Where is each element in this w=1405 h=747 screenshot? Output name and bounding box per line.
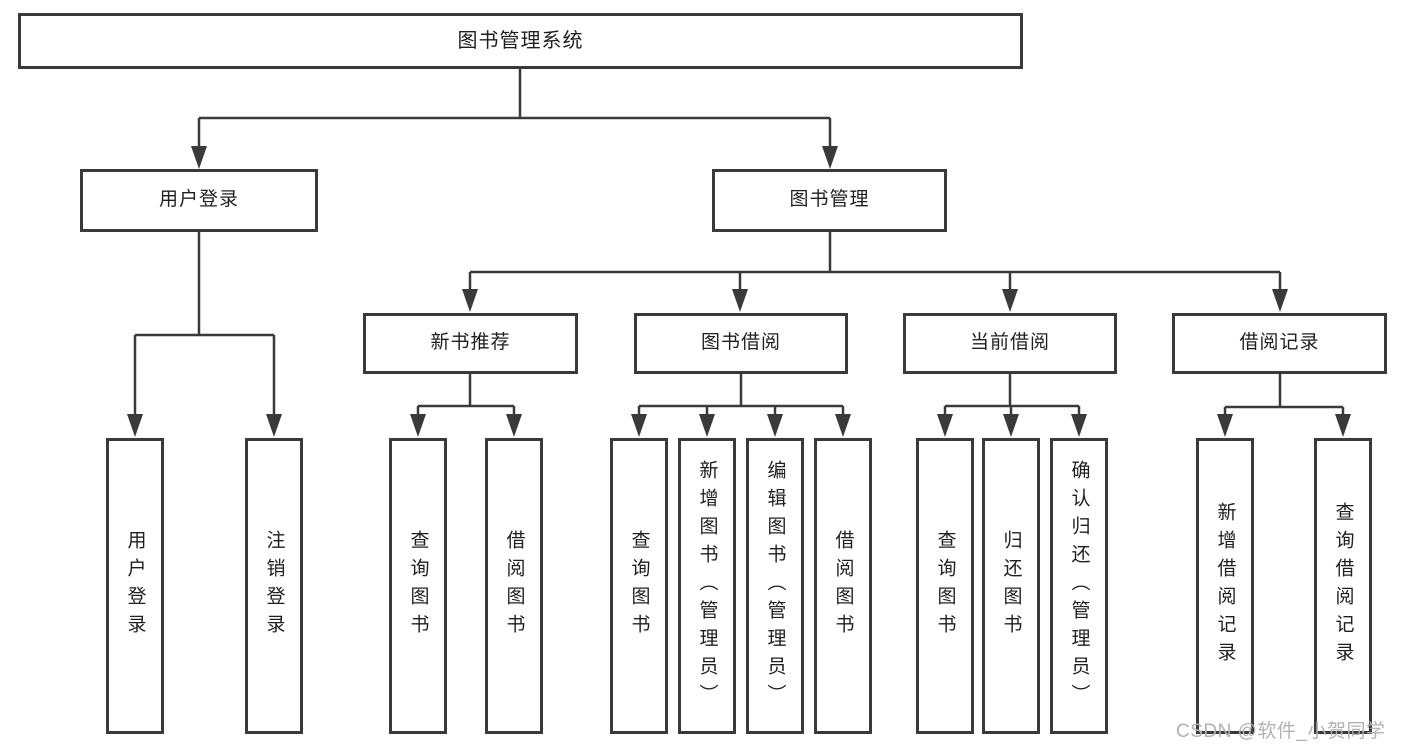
leaf-query-books-current: 查询图书 — [916, 438, 974, 734]
node-label: 查询借阅记录 — [1332, 502, 1354, 670]
node-current-borrow: 当前借阅 — [903, 313, 1117, 374]
connector-borrow-records-children — [1217, 374, 1351, 437]
leaf-confirm-return-admin: 确认归还（管理员） — [1050, 438, 1108, 734]
node-user-login: 用户登录 — [80, 169, 318, 232]
node-label: 用户登录 — [158, 189, 239, 211]
connector-root-to-level2 — [191, 69, 838, 169]
node-root: 图书管理系统 — [18, 13, 1023, 69]
connector-book-management-children — [462, 232, 1288, 312]
node-book-management: 图书管理 — [712, 169, 947, 232]
node-label: 图书借阅 — [700, 332, 781, 354]
node-book-borrow: 图书借阅 — [634, 313, 848, 374]
node-label: 归还图书 — [1000, 530, 1022, 642]
leaf-user-login: 用户登录 — [106, 438, 164, 734]
node-label: 注销登录 — [263, 530, 285, 642]
connector-current-borrow-children — [937, 374, 1087, 437]
connector-book-borrow-children — [631, 374, 851, 437]
watermark: CSDN @软件_小贺同学 — [1176, 721, 1386, 742]
node-label: 当前借阅 — [969, 332, 1050, 354]
leaf-query-books-borrow: 查询图书 — [610, 438, 668, 734]
leaf-query-borrow-record: 查询借阅记录 — [1314, 438, 1372, 734]
node-label: 查询图书 — [934, 530, 956, 642]
node-label: 图书管理系统 — [457, 30, 584, 52]
node-borrow-records: 借阅记录 — [1172, 313, 1387, 374]
node-label: 编辑图书（管理员） — [764, 460, 786, 712]
node-label: 新增借阅记录 — [1214, 502, 1236, 670]
leaf-return-book: 归还图书 — [982, 438, 1040, 734]
leaf-borrow-books-recommend: 借阅图书 — [485, 438, 543, 734]
leaf-add-borrow-record: 新增借阅记录 — [1196, 438, 1254, 734]
node-label: 查询图书 — [628, 530, 650, 642]
connector-user-login-children — [127, 232, 282, 437]
node-label: 查询图书 — [407, 530, 429, 642]
leaf-add-book-admin: 新增图书（管理员） — [678, 438, 736, 734]
node-label: 用户登录 — [124, 530, 146, 642]
node-label: 确认归还（管理员） — [1068, 460, 1090, 712]
connector-new-book-children — [410, 374, 522, 437]
leaf-borrow-books: 借阅图书 — [814, 438, 872, 734]
node-label: 新增图书（管理员） — [696, 460, 718, 712]
node-label: 图书管理 — [789, 189, 870, 211]
leaf-edit-book-admin: 编辑图书（管理员） — [746, 438, 804, 734]
node-new-book-recommend: 新书推荐 — [363, 313, 578, 374]
node-label: 借阅图书 — [832, 530, 854, 642]
node-label: 新书推荐 — [430, 332, 511, 354]
node-label: 借阅记录 — [1239, 332, 1320, 354]
leaf-logout: 注销登录 — [245, 438, 303, 734]
leaf-query-books-recommend: 查询图书 — [389, 438, 447, 734]
node-label: 借阅图书 — [503, 530, 525, 642]
